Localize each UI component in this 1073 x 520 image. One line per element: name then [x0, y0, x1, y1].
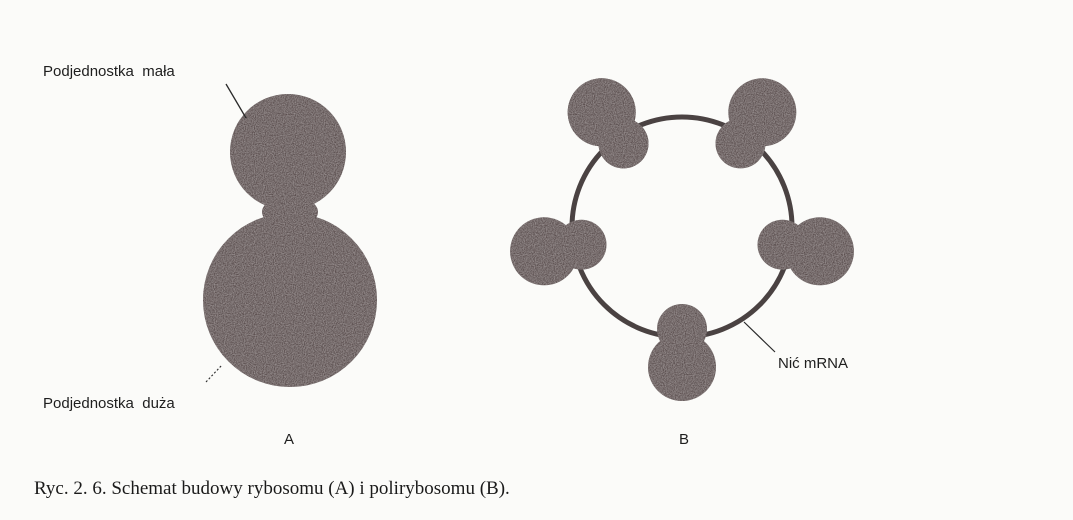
ribosome-6 [568, 78, 649, 168]
ribosome-2 [716, 78, 797, 168]
small-subunit [758, 220, 808, 270]
panel-a-label: A [284, 431, 294, 448]
large-subunit-a [203, 213, 377, 387]
polyribosome [510, 78, 854, 401]
small-subunit-label: Podjednostka mała [43, 63, 175, 80]
small-subunit [557, 220, 607, 270]
figure-caption: Ryc. 2. 6. Schemat budowy rybosomu (A) i… [34, 478, 510, 500]
ribosome-5 [510, 217, 606, 285]
mrna-label: Nić mRNA [778, 355, 848, 372]
small-subunit [716, 118, 766, 168]
small-subunit-pointer [226, 84, 246, 118]
large-subunit-pointer [206, 365, 222, 382]
ribosome-3 [758, 217, 854, 285]
mrna-pointer [744, 322, 775, 352]
ribosome-group [510, 78, 854, 401]
small-subunit-a [230, 94, 346, 210]
small-subunit [599, 118, 649, 168]
large-subunit-label: Podjednostka duża [43, 395, 175, 412]
ribosome-a [203, 94, 377, 387]
ribosome-4 [648, 304, 716, 401]
panel-b-label: B [679, 431, 689, 448]
small-subunit [657, 304, 707, 354]
